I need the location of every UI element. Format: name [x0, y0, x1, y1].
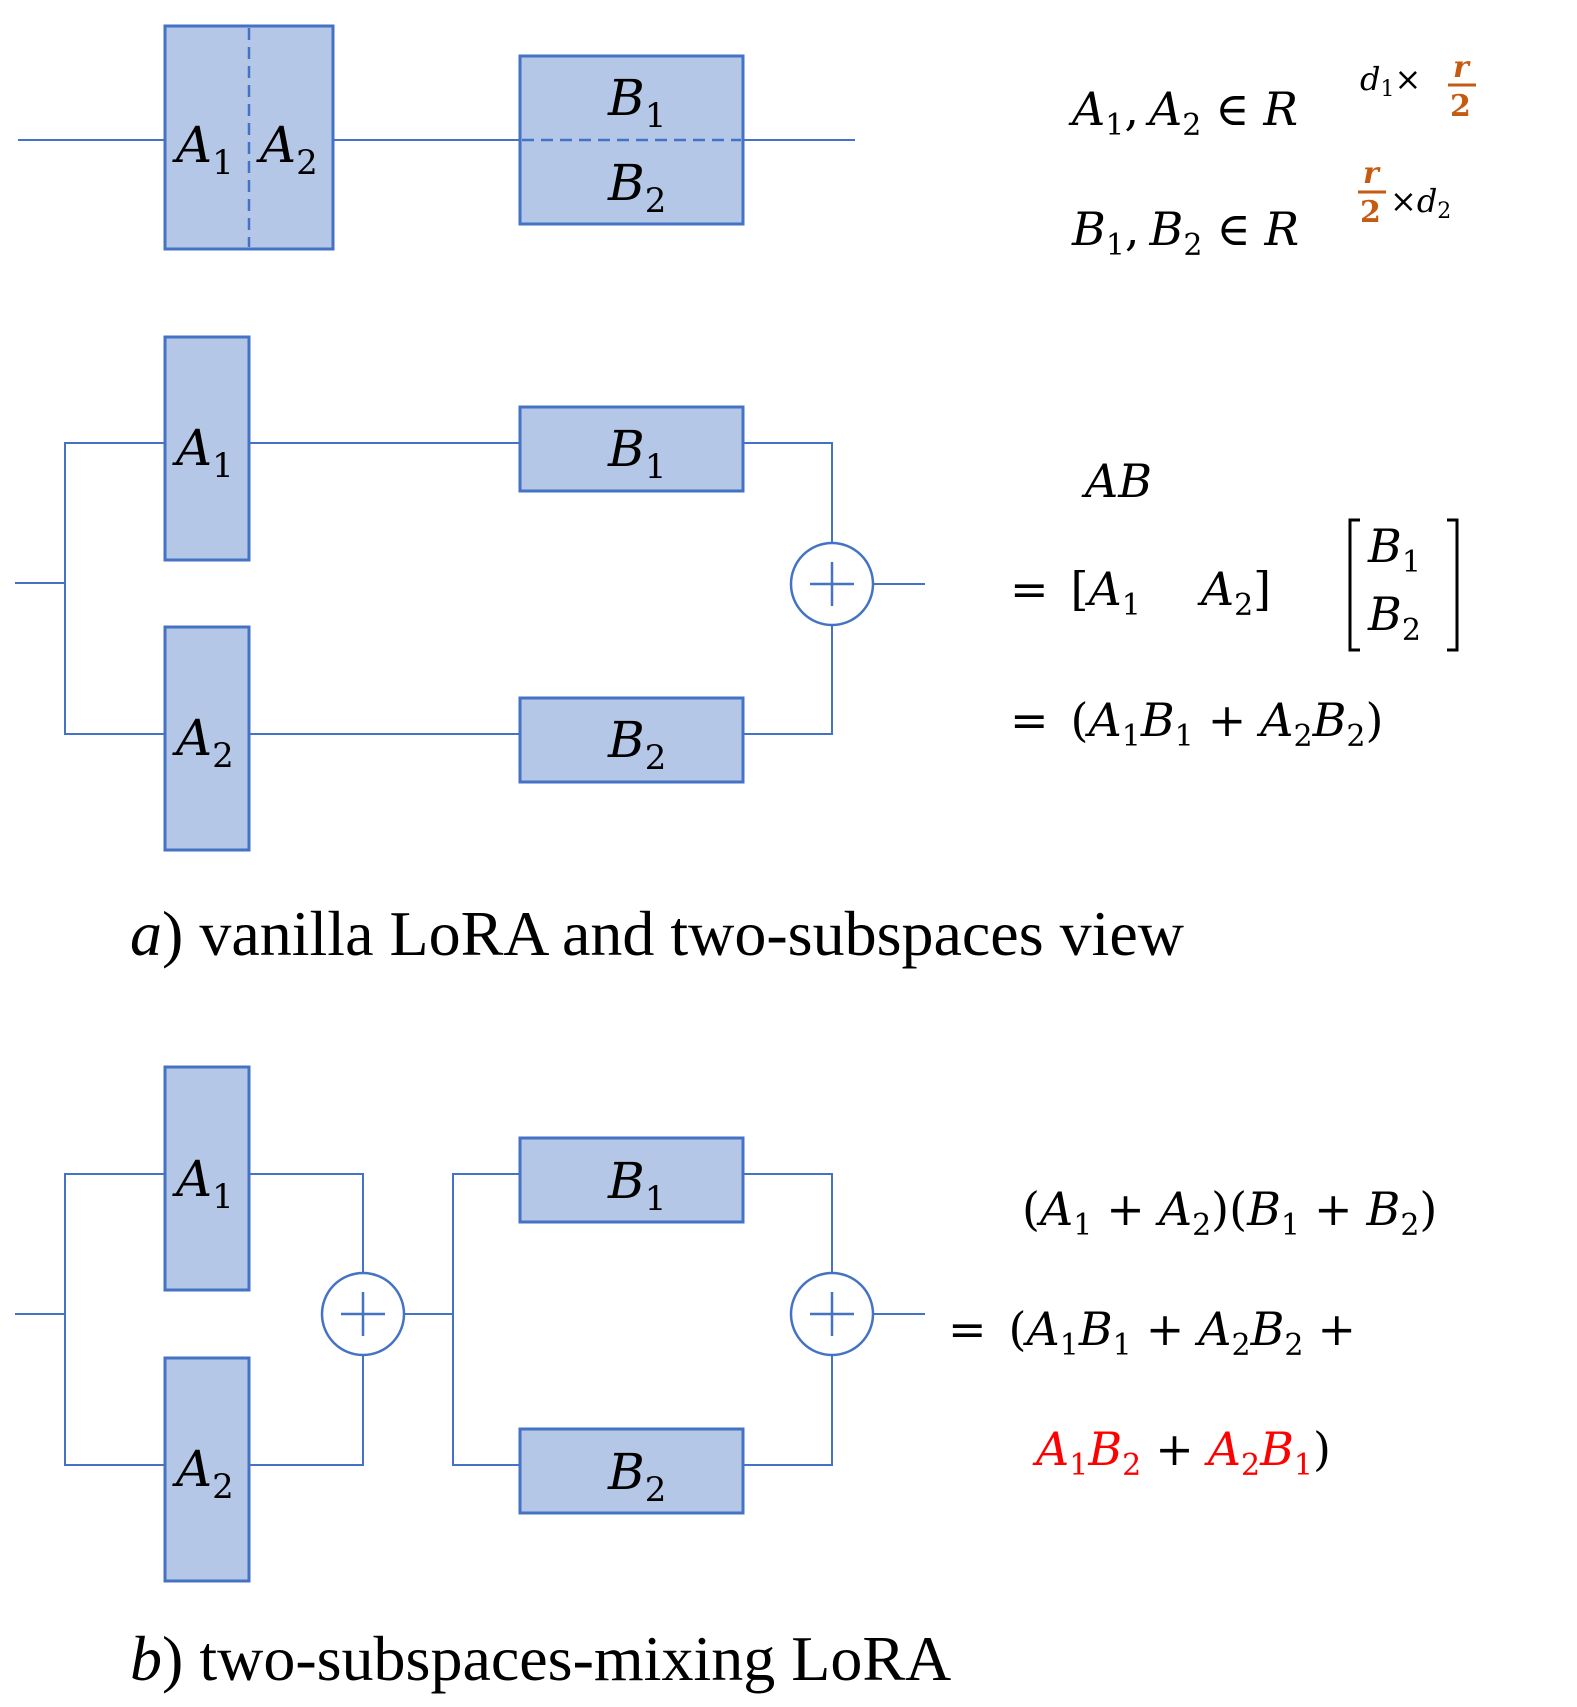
- matrix-a1: [163, 1065, 251, 1292]
- b1-to-sum-wire: [743, 1173, 833, 1273]
- eq-mixing-expansion-line1: =(A1B1+A2B2+: [948, 1302, 1356, 1363]
- label-a1: A1: [172, 1150, 234, 1217]
- eq-mixing-expansion-line2: A1B2+A2B1): [1032, 1422, 1331, 1483]
- split-wire: [64, 442, 165, 735]
- formula-dims-a-sup: d1×: [1360, 60, 1421, 102]
- column-b1: B1: [1367, 519, 1421, 580]
- merge-wire-top: [743, 442, 833, 543]
- matrix-b1: [518, 405, 745, 493]
- label-a2: A2: [172, 1440, 234, 1507]
- sum-icon: [789, 541, 875, 627]
- a2-to-sum-wire: [249, 1355, 364, 1466]
- merge-wire-bottom: [743, 625, 833, 735]
- label-b1: B1: [607, 1152, 666, 1219]
- label-b2: B2: [607, 711, 666, 778]
- fraction-two-denominator-b: 2: [1360, 195, 1381, 230]
- matrix-b1: [518, 1136, 745, 1224]
- caption-b: b) two-subspaces-mixing LoRA: [130, 1623, 951, 1694]
- matrix-b2: [518, 696, 745, 784]
- label-b2: B2: [607, 154, 666, 221]
- column-b2: B2: [1367, 587, 1421, 648]
- panel-b-mixing: A1 A2 B1 B2: [15, 1065, 925, 1583]
- label-a2: A2: [256, 116, 318, 183]
- panel-a-parallel: A1 A2 B1 B2: [15, 335, 925, 852]
- sum-icon-b: [789, 1271, 875, 1357]
- label-a1: A1: [172, 419, 234, 486]
- label-b1: B1: [607, 420, 666, 487]
- fraction-r-numerator-b: r: [1363, 156, 1381, 191]
- label-b1: B1: [607, 69, 666, 136]
- sum-icon-a: [320, 1271, 406, 1357]
- split-wire: [64, 1173, 165, 1466]
- cross-term-a1: A: [1032, 1422, 1069, 1476]
- a1-to-sum-wire: [249, 1173, 364, 1273]
- fraction-two-denominator-a: 2: [1450, 89, 1471, 124]
- column-bracket-left: [1348, 518, 1360, 652]
- formula-dims-a: A1,A2∈R: [1068, 82, 1298, 143]
- matrix-a-block: [163, 24, 335, 251]
- label-a2: A2: [172, 709, 234, 776]
- matrix-a2: [163, 1356, 251, 1583]
- matrix-a2: [163, 625, 251, 852]
- label-a1: A1: [172, 116, 234, 183]
- caption-a: a) vanilla LoRA and two-subspaces view: [130, 898, 1184, 969]
- matrix-b2: [518, 1427, 745, 1515]
- label-b2: B2: [607, 1443, 666, 1510]
- b-split-wire: [452, 1173, 520, 1466]
- matrix-b-block: [518, 54, 745, 226]
- panel-a-merged: A1 A2 B1 B2: [18, 24, 855, 251]
- fraction-r-numerator-a: r: [1453, 50, 1471, 85]
- eq-ab: AB: [1081, 454, 1152, 508]
- b2-to-sum-wire: [743, 1355, 833, 1466]
- eq-mixing-product: (A1+A2)(B1+B2): [1022, 1182, 1437, 1243]
- matrix-a1: [163, 335, 251, 562]
- formula-dims-b: B1,B2∈R: [1071, 202, 1299, 263]
- formula-dims-b-sup: ×d2: [1390, 182, 1451, 224]
- eq-vanilla-sum: =(A1B1+A2B2): [1010, 693, 1383, 754]
- column-bracket-right: [1447, 518, 1459, 652]
